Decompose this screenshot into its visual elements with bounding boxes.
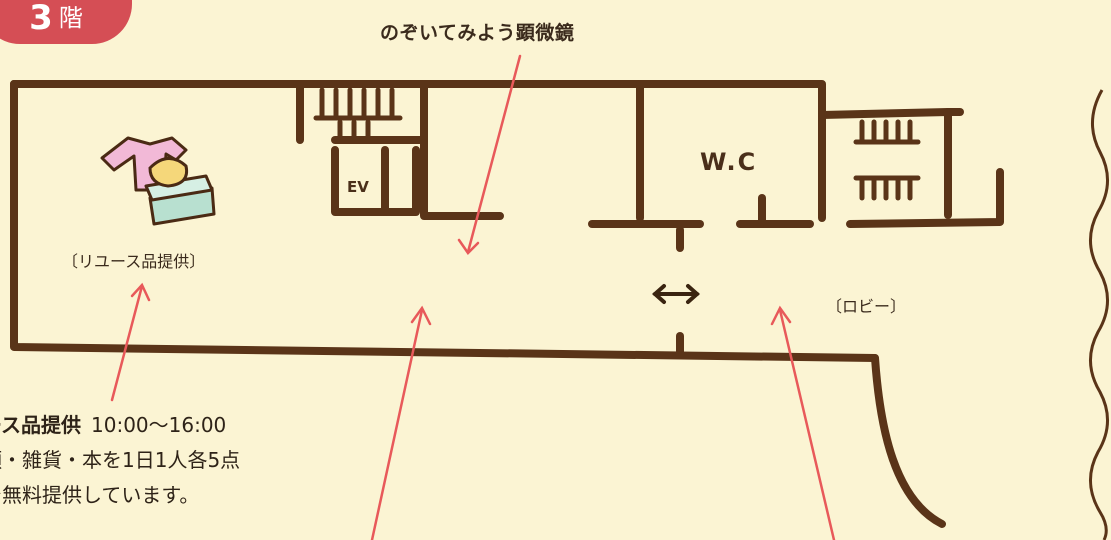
center-arrowhead [410,305,432,326]
stairs-right [853,119,921,201]
ev-label: EV [347,178,369,196]
floor-tab: 3 階 [0,0,132,44]
lobby-arrow [778,308,836,540]
wc-label: W.C [700,148,758,176]
wavy-border [1088,89,1110,540]
stairs-left [313,87,403,143]
floor-label: 階 [58,4,83,32]
reuse-info-line3: まで無料提供しています。 [0,483,200,507]
reuse-arrow [110,284,144,402]
microscope-arrow [466,54,522,254]
microscope-arrowhead [457,238,480,255]
center-arrow [370,308,424,540]
reuse-room-label: 〔リユース品提供〕 [62,252,206,271]
reuse-info-title: ユース品提供 [0,413,81,437]
reuse-info-line2: 衣類・雑貨・本を1日1人各5点 [0,448,241,472]
clothes-stack-icon [100,136,216,226]
annotation-arrows [110,54,836,540]
reuse-info-line1: ユース品提供 10:00〜16:00 [0,408,240,443]
microscope-label: のぞいてみよう顕微鏡 [380,22,575,44]
floor-number: 3 [29,0,53,38]
reuse-info-hours: 10:00〜16:00 [91,413,227,437]
reuse-arrowhead [130,282,151,302]
lobby-label: 〔ロビー〕 [826,297,907,316]
reuse-info: ユース品提供 10:00〜16:00 衣類・雑貨・本を1日1人各5点 まで無料提供… [0,408,240,513]
lobby-arrowhead [770,305,792,326]
walls [10,80,1004,528]
double-arrow-icon [651,284,701,304]
